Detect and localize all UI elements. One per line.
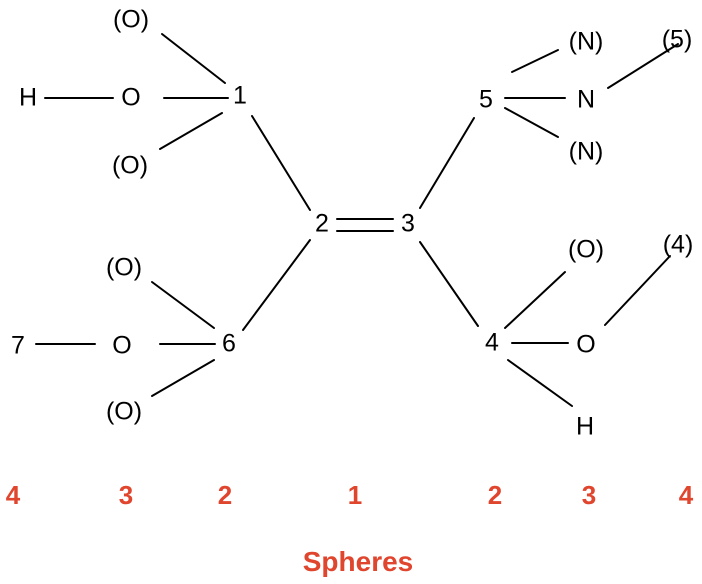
atom-oxygen-dup: (O): [567, 235, 605, 264]
atom-carbon-4: 4: [485, 328, 499, 357]
bond-c6-otop: [151, 281, 215, 329]
bond-c1-c2: [251, 115, 311, 211]
bond-c3-c5: [419, 117, 475, 209]
bond-c1-otop: [161, 33, 226, 84]
bond-o-4: [604, 255, 671, 326]
sphere-number: 2: [487, 480, 503, 510]
sphere-number: 4: [5, 480, 21, 510]
bond-c4-odup: [504, 271, 566, 329]
atom-nitrogen-dup: (N): [568, 27, 604, 56]
sphere-number: 3: [581, 480, 597, 510]
bond-c6-olow: [151, 359, 215, 397]
sphere-number: 2: [217, 480, 233, 510]
atom-oxygen-dup: (O): [112, 5, 150, 34]
sphere-number: 1: [347, 480, 363, 510]
atom-oxygen-dup: (O): [111, 151, 149, 180]
atom-oxygen: O: [112, 331, 132, 360]
atom-oxygen: O: [121, 83, 141, 112]
bond-c1-olow: [159, 112, 223, 150]
bond-c5-ntop: [511, 49, 559, 73]
atom-oxygen-dup: (O): [105, 253, 143, 282]
bond-c2-c6: [242, 239, 311, 331]
atom-hydrogen: H: [18, 83, 38, 112]
atom-oxygen: O: [576, 330, 596, 359]
atom-label-4-dup: (4): [662, 230, 694, 259]
bond-c3-c4: [419, 241, 479, 327]
atom-label-7: 7: [11, 331, 25, 360]
atom-nitrogen-dup: (N): [568, 137, 604, 166]
sphere-number: 4: [678, 480, 694, 510]
spheres-caption: Spheres: [302, 546, 414, 577]
sphere-number: 3: [118, 480, 134, 510]
bond-c4-h: [507, 359, 573, 407]
atom-label-5-dup: (5): [661, 25, 693, 54]
atom-carbon-1: 1: [233, 81, 247, 110]
atom-oxygen-dup: (O): [105, 397, 143, 426]
bond-n-5: [607, 43, 679, 89]
bond-c5-nlow: [504, 107, 559, 138]
atom-carbon-6: 6: [222, 329, 236, 358]
atom-carbon-5: 5: [479, 85, 493, 114]
atom-carbon-2: 2: [315, 209, 329, 238]
atom-nitrogen: N: [576, 85, 596, 114]
atom-hydrogen: H: [575, 412, 595, 441]
atom-carbon-3: 3: [401, 209, 415, 238]
